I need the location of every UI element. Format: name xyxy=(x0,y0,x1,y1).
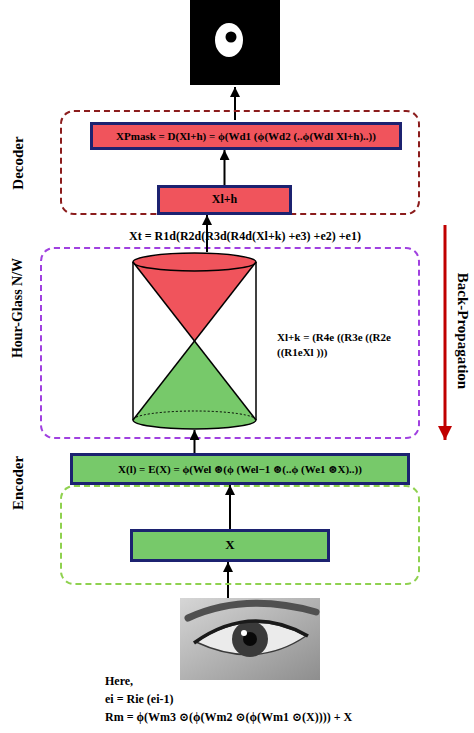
decoder-region: DecoderXPmask = D(Xl+h) = ϕ(Wd1 (ϕ(Wd2 (… xyxy=(60,110,420,215)
section-label: Encoder xyxy=(8,433,28,533)
encoder-region: EncoderX xyxy=(60,485,420,585)
iris xyxy=(232,621,268,657)
decoder-box: XPmask = D(Xl+h) = ϕ(Wd1 (ϕ(Wd2 (..ϕ(Wdl… xyxy=(90,122,402,150)
mask-ring xyxy=(215,23,243,57)
latent-box: Xl+h xyxy=(157,185,292,215)
output-mask xyxy=(190,0,280,85)
input-eye-image xyxy=(180,598,320,680)
section-label: Decoder xyxy=(8,113,28,213)
equation-text: XPmask = D(Xl+h) = ϕ(Wd1 (ϕ(Wd2 (..ϕ(Wdl… xyxy=(113,130,379,143)
backprop-arrow xyxy=(444,225,447,440)
cylinder-bottom-back xyxy=(133,411,256,420)
eyebrow xyxy=(188,603,316,618)
hourglass-outline xyxy=(132,252,257,430)
input-label: X xyxy=(222,538,237,553)
equation-text: X(l) = E(X) = ϕ(Wel ⊛(ϕ (Wel−1 ⊛(..ϕ (We… xyxy=(115,463,365,476)
eye-highlight xyxy=(241,630,247,636)
flow-arrow xyxy=(224,150,226,185)
equation-note: Rm = ϕ(Wm3 ⊙(ϕ(Wm2 ⊙(ϕ(Wm1 ⊙(X)))) + X xyxy=(105,710,465,725)
equation-note: ei = Rie (ei-1) xyxy=(105,692,405,707)
equation-text: Xl+h xyxy=(209,193,241,207)
section-label: Hour-Glass N/W xyxy=(8,238,28,378)
cylinder-edge xyxy=(133,262,256,420)
hourglass-shape: Xl+k = (R4e ((R3e ((R2e ((R1eXl ))) xyxy=(132,252,257,430)
axis-label: Back-Propagation xyxy=(453,246,473,416)
flow-arrow xyxy=(227,562,229,598)
edge-label: Xt = R1d(R2d(R3d(R4d(Xl+k) +e3) +e2) +e1… xyxy=(95,229,395,244)
cylinder-bottom xyxy=(133,420,256,429)
cylinder-edge xyxy=(132,262,134,420)
cylinder-top xyxy=(133,253,256,271)
hourglass-region: Hour-Glass N/WXl+k = (R4e ((R3e ((R2e ((… xyxy=(40,247,420,439)
lower-cone xyxy=(133,341,256,420)
input-box: X xyxy=(130,529,330,562)
flow-arrow xyxy=(229,485,231,529)
note-heading: Here, xyxy=(105,674,225,689)
mask-pupil xyxy=(226,32,237,43)
cylinder-edge xyxy=(255,262,257,420)
upper-cone xyxy=(133,262,256,341)
upper-eyelid xyxy=(194,621,308,643)
encoder-box: X(l) = E(X) = ϕ(Wel ⊛(ϕ (Wel−1 ⊛(..ϕ (We… xyxy=(70,453,410,485)
cylinder-edge xyxy=(133,262,256,420)
flow-arrow xyxy=(234,87,236,120)
flow-arrow xyxy=(194,430,196,453)
equation-text: Xl+k = (R4e ((R3e ((R2e ((R1eXl ))) xyxy=(277,330,417,360)
